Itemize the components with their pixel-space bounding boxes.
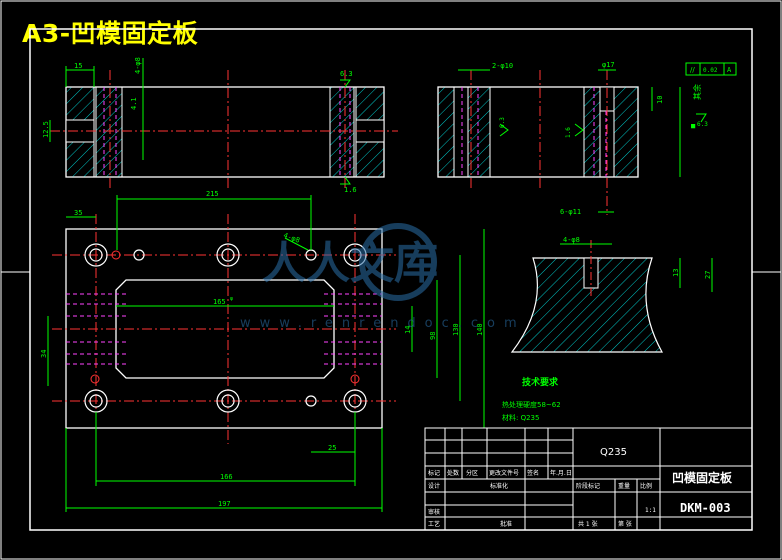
plan-view: 215 35 4-φ8 165 φ 34 14 98 130 140 25 16… [40, 190, 485, 512]
svg-text:34: 34 [40, 350, 48, 358]
svg-text:215: 215 [206, 190, 219, 198]
side-section-view: 2-φ10 φ17 // 0.02 A 10 ■ 其余 6.3 6.3 1.6 … [437, 61, 737, 216]
svg-text:技术要求: 技术要求 [522, 376, 559, 388]
svg-text:12.5: 12.5 [42, 121, 50, 138]
sheet-title: A3-凹模固定板 [22, 19, 199, 48]
svg-text:6-φ11: 6-φ11 [560, 208, 581, 216]
svg-text:166: 166 [220, 473, 233, 481]
svg-text:其余: 其余 [692, 84, 702, 100]
part-name-text: 凹模固定板 [672, 470, 733, 485]
svg-text:130: 130 [452, 323, 460, 336]
svg-text:10: 10 [656, 96, 664, 104]
material-text: Q235 [600, 447, 627, 458]
svg-text:材料: Q235: 材料: Q235 [502, 413, 539, 422]
svg-text:标记: 标记 [428, 469, 440, 477]
svg-text://: // [690, 66, 695, 74]
svg-text:φ17: φ17 [602, 61, 615, 69]
svg-text:1:1: 1:1 [645, 507, 656, 514]
svg-text:分区: 分区 [466, 469, 478, 477]
drawing-number-text: DKM-003 [680, 501, 731, 515]
svg-text:A: A [727, 66, 732, 74]
svg-text:φ: φ [230, 296, 233, 302]
front-section-view: 15 4-φ8 4.1 12.5 6.3 1.6 [42, 57, 398, 194]
svg-text:第 张: 第 张 [618, 520, 632, 528]
svg-text:197: 197 [218, 500, 231, 508]
svg-text:热处理硬度58~62: 热处理硬度58~62 [502, 400, 561, 409]
svg-text:15: 15 [74, 62, 82, 70]
svg-text:0.02: 0.02 [703, 67, 718, 74]
svg-text:阶段标记: 阶段标记 [576, 482, 600, 490]
svg-text:27: 27 [704, 271, 712, 279]
svg-text:98: 98 [429, 332, 437, 340]
sheet-inner-border [29, 28, 753, 531]
section-detail-view: 4-φ8 13 27 [510, 236, 713, 353]
svg-text:14: 14 [404, 326, 412, 334]
svg-text:2-φ10: 2-φ10 [492, 62, 513, 70]
svg-text:4-φ8: 4-φ8 [563, 236, 580, 244]
watermark: 人人文库 www.renrendoc.com [240, 223, 526, 331]
svg-text:审核: 审核 [428, 508, 440, 516]
title-block [424, 427, 753, 531]
svg-text:4.1: 4.1 [130, 97, 138, 110]
svg-text:25: 25 [328, 444, 336, 452]
svg-text:更改文件号: 更改文件号 [489, 469, 519, 477]
svg-text:1.6: 1.6 [344, 186, 357, 194]
svg-text:1.6: 1.6 [565, 127, 572, 138]
svg-text:标准化: 标准化 [490, 482, 508, 490]
svg-text:人人文库: 人人文库 [262, 238, 438, 289]
svg-text:签名: 签名 [527, 469, 539, 477]
svg-text:www.renrendoc.com: www.renrendoc.com [240, 316, 526, 331]
svg-text:35: 35 [74, 209, 82, 217]
svg-text:6.3: 6.3 [697, 121, 708, 128]
svg-text:4-φ8: 4-φ8 [134, 57, 142, 74]
svg-text:工艺: 工艺 [428, 520, 440, 528]
svg-text:165: 165 [213, 298, 226, 306]
svg-text:13: 13 [672, 269, 680, 277]
svg-text:年.月.日: 年.月.日 [550, 469, 572, 477]
title-block-text: Q235 凹模固定板 DKM-003 1:1 标记 处数 分区 更改文件号 签名… [428, 447, 733, 528]
svg-text:处数: 处数 [447, 469, 459, 477]
svg-text:批准: 批准 [500, 520, 512, 528]
svg-text:设计: 设计 [428, 482, 440, 490]
svg-text:共 1 张: 共 1 张 [578, 520, 598, 528]
svg-text:■: ■ [691, 122, 696, 130]
svg-text:6.3: 6.3 [340, 70, 353, 78]
technical-requirements: 技术要求 热处理硬度58~62 材料: Q235 [502, 376, 561, 422]
svg-text:比例: 比例 [640, 482, 652, 490]
svg-text:6.3: 6.3 [499, 117, 506, 128]
svg-text:140: 140 [476, 323, 484, 336]
svg-text:重量: 重量 [618, 482, 630, 490]
